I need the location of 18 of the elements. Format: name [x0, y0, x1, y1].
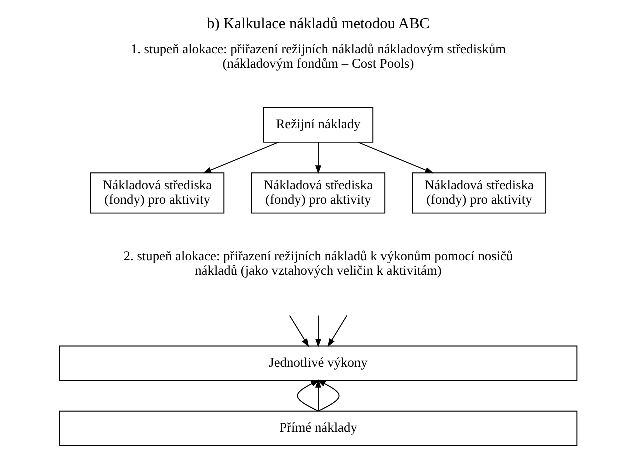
arrow: [328, 315, 348, 348]
node-box: Přímé náklady: [59, 410, 578, 446]
arrow: [315, 379, 322, 412]
label: 2. stupeň alokace: přiřazení režijních nákladů k výkonům pomocí nosičů nákladů (jako vztahových veličin k aktivitám): [124, 248, 514, 278]
node-box: Režijní náklady: [263, 107, 374, 143]
arrow: [297, 380, 320, 412]
node-box: Jednotlivé výkony: [59, 346, 578, 382]
arrow: [315, 142, 322, 174]
label: 1. stupeň alokace: přiřazení režijních nákladů nákladovým střediskům (nákladovým fondům – Cost Pools): [130, 42, 506, 71]
arrow: [317, 380, 340, 412]
arrow: [289, 315, 310, 348]
node-box: Nákladová střediska (fondy) pro aktivity: [251, 172, 386, 214]
arrow: [358, 142, 434, 174]
diagram-title: b) Kalkulace nákladů metodou ABC: [207, 15, 430, 32]
node-box: Nákladová střediska (fondy) pro aktivity: [90, 172, 225, 214]
node-box: Nákladová střediska (fondy) pro aktivity: [412, 172, 546, 214]
arrow: [315, 315, 322, 348]
arrow: [202, 142, 280, 174]
